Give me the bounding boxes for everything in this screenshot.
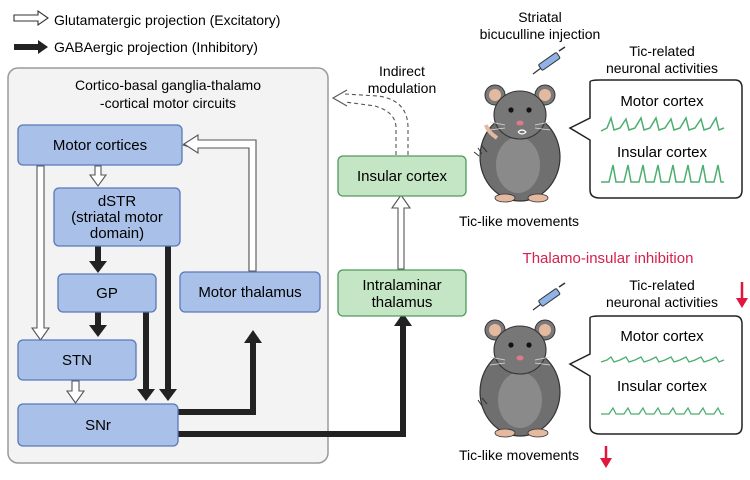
arrow-intralaminar-to-insular bbox=[390, 194, 412, 270]
bottom-activities-line2: neuronal activities bbox=[606, 294, 718, 310]
arrow-motorcortex-to-dstr bbox=[88, 165, 108, 187]
motor-cortices-box: Motor cortices bbox=[17, 124, 183, 166]
legend: Glutamatergic projection (Excitatory) GA… bbox=[13, 9, 280, 55]
motor-thalamus-box: Motor thalamus bbox=[179, 271, 321, 313]
bottom-caption: Tic-like movements bbox=[459, 447, 579, 463]
arrow-snr-to-intralaminar bbox=[178, 325, 406, 437]
motor-thalamus-label: Motor thalamus bbox=[198, 284, 301, 301]
bottom-motor-trace bbox=[600, 356, 725, 363]
top-activities-line1: Tic-related bbox=[629, 43, 695, 59]
dstr-box: dSTR (striatal motor domain) bbox=[53, 187, 181, 247]
stn-label: STN bbox=[62, 352, 92, 369]
bottom-trace2-label: Insular cortex bbox=[617, 378, 708, 395]
syringe-icon bbox=[532, 282, 566, 311]
arrow-stn-to-snr bbox=[65, 380, 86, 404]
motor-cortices-label: Motor cortices bbox=[53, 137, 147, 154]
top-activities-line2: neuronal activities bbox=[606, 60, 718, 76]
top-motor-trace bbox=[600, 115, 725, 132]
bottom-trace1-label: Motor cortex bbox=[620, 328, 704, 345]
rat-illustration-top bbox=[473, 46, 566, 203]
dstr-label-line3: domain) bbox=[90, 225, 144, 242]
top-activity-bubble: Motor cortex Insular cortex bbox=[568, 79, 743, 199]
inhibitory-arrowheads bbox=[89, 261, 412, 401]
indirect-label-line1: Indirect bbox=[379, 63, 425, 79]
rat-illustration-bottom bbox=[477, 282, 566, 438]
legend-inhibitory-label: GABAergic projection (Inhibitory) bbox=[54, 39, 258, 55]
injection-label-line1: Striatal bbox=[518, 9, 562, 25]
decrease-arrow-icon bbox=[600, 446, 612, 468]
intralaminar-box: Intralaminar thalamus bbox=[337, 269, 467, 317]
gp-box: GP bbox=[57, 273, 157, 313]
circuit-title-line2: -cortical motor circuits bbox=[100, 95, 236, 111]
dstr-label-line2: (striatal motor bbox=[71, 209, 163, 226]
bottom-activities-line1: Tic-related bbox=[629, 277, 695, 293]
inhibitory-projections bbox=[95, 245, 406, 437]
intralaminar-label-line2: thalamus bbox=[372, 294, 433, 311]
arrow-snr-to-motorthalamus bbox=[178, 342, 256, 415]
stn-box: STN bbox=[17, 339, 137, 381]
bottom-insular-trace bbox=[601, 406, 724, 415]
circuit-title-line1: Cortico-basal ganglia-thalamo bbox=[75, 77, 261, 93]
bottom-heading: Thalamo-insular inhibition bbox=[523, 250, 694, 267]
insular-cortex-label: Insular cortex bbox=[357, 168, 448, 185]
top-trace2-label: Insular cortex bbox=[617, 144, 708, 161]
inhibitory-arrow-icon bbox=[14, 40, 48, 54]
top-caption: Tic-like movements bbox=[459, 213, 579, 229]
insular-cortex-box: Insular cortex bbox=[337, 155, 467, 197]
arrow-motorcortex-to-stn bbox=[30, 165, 51, 341]
top-insular-trace bbox=[601, 164, 724, 183]
snr-box: SNr bbox=[17, 403, 179, 447]
excitatory-arrow-icon bbox=[13, 9, 49, 27]
decrease-arrow-icon bbox=[736, 282, 748, 308]
intralaminar-label-line1: Intralaminar bbox=[362, 277, 441, 294]
bottom-activity-bubble: Motor cortex Insular cortex bbox=[568, 315, 743, 435]
excitatory-projections bbox=[30, 133, 412, 404]
legend-excitatory-label: Glutamatergic projection (Excitatory) bbox=[54, 12, 280, 28]
gp-label: GP bbox=[96, 285, 118, 302]
top-trace1-label: Motor cortex bbox=[620, 93, 704, 110]
indirect-modulation-arrow bbox=[331, 89, 409, 155]
syringe-icon bbox=[532, 46, 566, 75]
snr-label: SNr bbox=[85, 417, 111, 434]
injection-label-line2: bicuculline injection bbox=[480, 26, 601, 42]
dstr-label-line1: dSTR bbox=[98, 193, 137, 210]
indirect-label-line2: modulation bbox=[368, 80, 437, 96]
